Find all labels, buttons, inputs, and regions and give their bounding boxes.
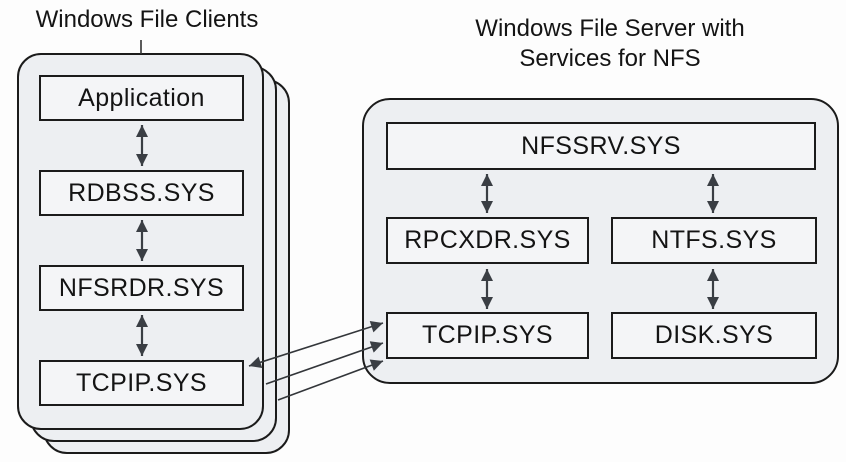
node-tcpip-server: TCPIP.SYS <box>386 312 589 359</box>
node-tcpip-client: TCPIP.SYS <box>39 360 244 406</box>
client-stack-title: Windows File Clients <box>35 6 259 33</box>
server-title-line1: Windows File Server with <box>475 15 745 42</box>
node-ntfs: NTFS.SYS <box>611 217 817 264</box>
node-rpcxdr: RPCXDR.SYS <box>386 217 589 264</box>
server-title: Windows File Server with Services for NF… <box>428 14 792 74</box>
node-rdbss: RDBSS.SYS <box>39 170 244 216</box>
node-disk: DISK.SYS <box>611 312 817 359</box>
node-application: Application <box>39 75 244 121</box>
node-nfssrv: NFSSRV.SYS <box>386 122 816 170</box>
server-title-line2: Services for NFS <box>519 45 701 72</box>
node-nfsrdr: NFSRDR.SYS <box>39 265 244 311</box>
